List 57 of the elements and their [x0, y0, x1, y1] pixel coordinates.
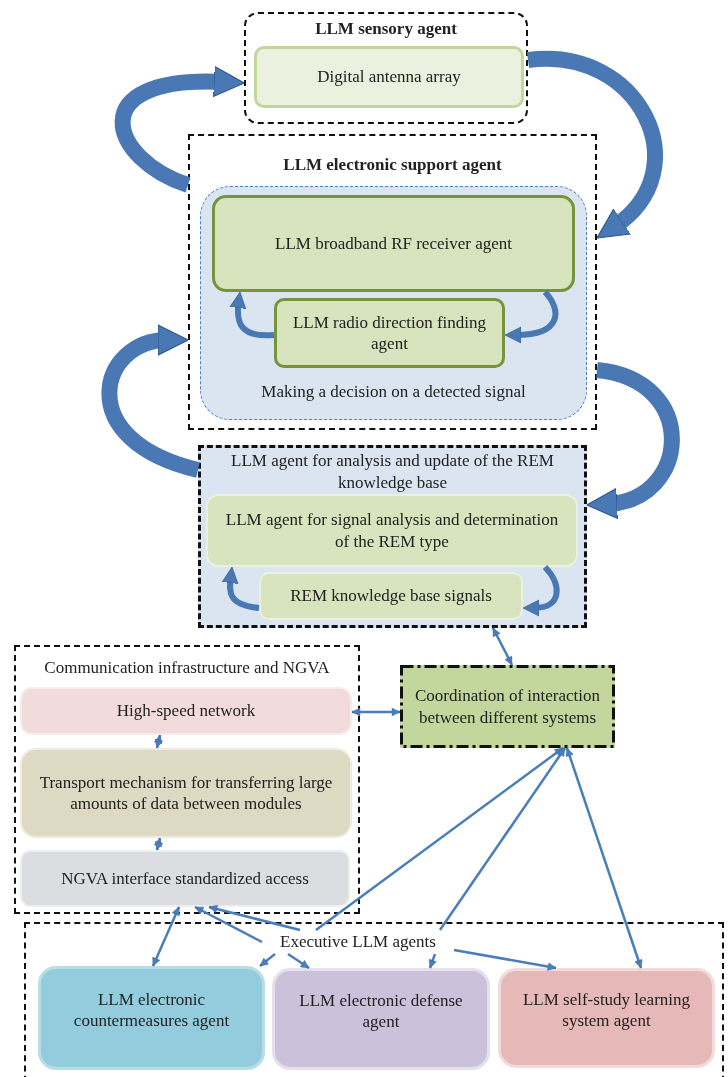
arrow: [438, 747, 567, 931]
group-heading: Communication infrastructure and NGVA: [43, 657, 331, 679]
group-heading: LLM agent for analysis and update of the REM knowledge base: [230, 450, 555, 495]
curved-block-arrow: [527, 51, 663, 241]
arrow: [194, 905, 263, 944]
group-heading: Executive LLM agents: [262, 930, 454, 954]
agent-box: [498, 968, 715, 1068]
curved-block-arrow: [114, 66, 245, 193]
agent-group-frame: [24, 922, 724, 1077]
group-heading: LLM electronic support agent: [282, 154, 503, 176]
process-box: [20, 850, 350, 907]
infrastructure-group-frame: [14, 645, 360, 914]
process-box: [20, 748, 352, 838]
double-arrow: [351, 707, 401, 717]
process-box: [212, 195, 575, 292]
curved-block-arrow: [101, 325, 201, 478]
group-heading: LLM sensory agent: [314, 18, 458, 40]
process-box: [259, 572, 523, 620]
agent-group-frame: [188, 134, 597, 430]
arrow: [315, 747, 564, 931]
agent-group-frame: [198, 445, 587, 628]
box-label: Transport mechanism for transferring large amounts of data between modules: [38, 771, 334, 815]
double-arrow: [565, 747, 643, 969]
box-label: REM knowledge base signals: [290, 585, 492, 607]
curved-block-arrow: [586, 362, 680, 518]
curved-block-arrow: [229, 291, 275, 339]
double-arrow: [154, 734, 163, 749]
box-label: LLM agent for signal analysis and determination of the REM type: [224, 509, 560, 552]
curved-block-arrow: [221, 566, 260, 611]
arrow: [259, 953, 276, 967]
double-arrow: [491, 627, 514, 666]
box-label: Digital antenna array: [317, 66, 461, 88]
process-box: [206, 494, 578, 567]
arrow: [453, 948, 557, 971]
box-label: NGVA interface standardized access: [61, 867, 309, 890]
double-arrow: [151, 906, 181, 967]
box-label: High-speed network: [116, 700, 256, 722]
box-label: LLM electronic defense agent: [298, 989, 464, 1033]
agent-box: [272, 968, 490, 1070]
box-label: Coordination of interaction between different systems: [413, 685, 602, 728]
agent-group-frame: [244, 12, 528, 124]
box-label: LLM electronic countermeasures agent: [72, 988, 231, 1032]
curved-block-arrow: [522, 565, 560, 616]
box-label: LLM self-study learning system agent: [521, 988, 692, 1032]
arrow: [287, 952, 310, 970]
coordination-box: [400, 665, 615, 748]
arrow: [208, 904, 301, 932]
group-heading: Making a decision on a detected signal: [260, 381, 527, 403]
process-box: [274, 298, 505, 368]
decision-panel: [200, 186, 587, 420]
box-label: LLM radio direction finding agent: [291, 311, 488, 355]
arrow: [428, 953, 437, 969]
double-arrow: [154, 837, 163, 851]
agent-box: [38, 966, 265, 1070]
process-box: [254, 46, 524, 108]
box-label: LLM broadband RF receiver agent: [275, 232, 512, 255]
process-box: [20, 687, 352, 735]
